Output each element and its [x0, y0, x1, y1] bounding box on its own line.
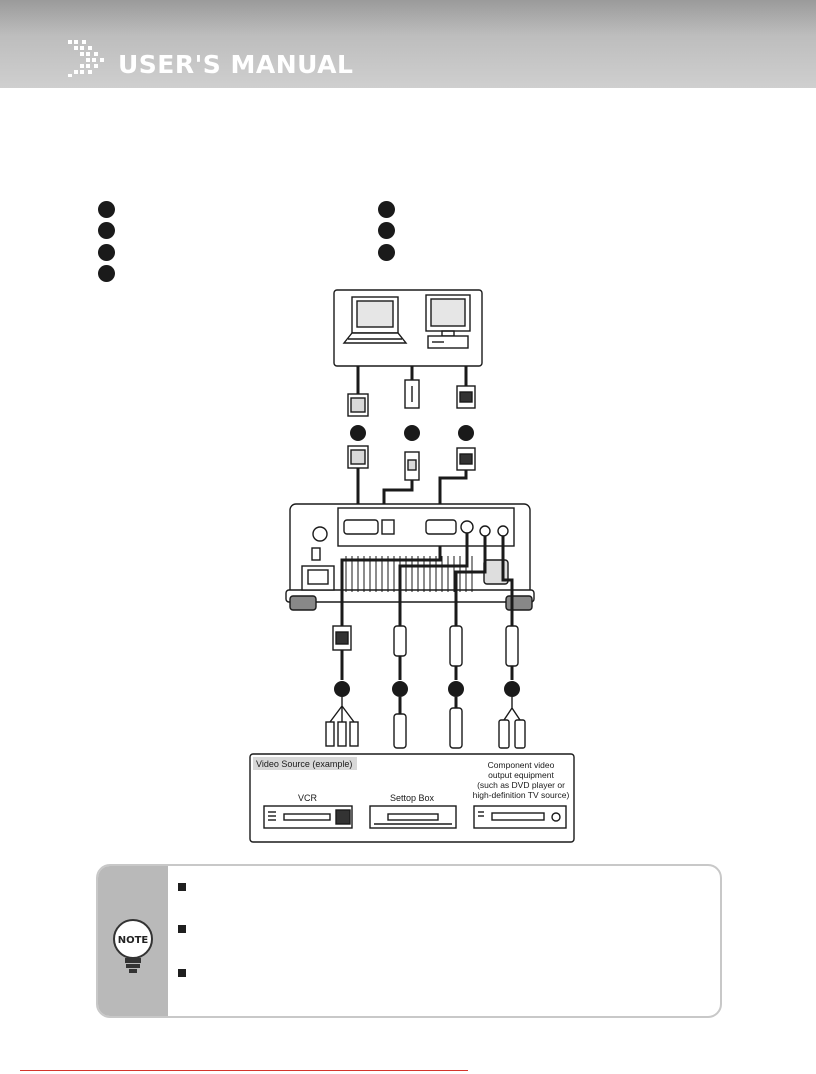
note-bulb-icon: NOTE — [113, 919, 153, 973]
usb-connector-top — [404, 379, 420, 409]
computer-box — [333, 289, 483, 367]
vcr-label: VCR — [298, 793, 318, 803]
projector-icon — [285, 503, 535, 611]
header-title: USER'S MANUAL — [118, 50, 354, 79]
svg-text:NOTE: NOTE — [118, 935, 149, 946]
note-box: NOTE — [96, 864, 722, 1018]
legend-dot-2 — [98, 222, 115, 239]
chevron-icon — [68, 40, 104, 77]
vcr-icon — [263, 805, 353, 829]
component-label-4: high-definition TV source) — [473, 790, 570, 800]
svideo-connector-top — [393, 625, 407, 657]
note-side-panel: NOTE — [98, 866, 168, 1016]
legend-dot-1 — [98, 201, 115, 218]
usb-connector-bottom — [404, 451, 420, 481]
connection-diagram: Video Source (example) VCR Settop Box Co… — [249, 289, 575, 843]
component-label-1: Component video — [488, 760, 555, 770]
settop-box-icon — [369, 805, 457, 829]
header-band: USER'S MANUAL — [0, 0, 816, 88]
vga-connector-top — [347, 393, 369, 417]
legend-dot-6 — [378, 222, 395, 239]
legend-dot-3 — [98, 244, 115, 261]
component-label-2: output equipment — [488, 770, 554, 780]
note-bullet-3 — [178, 969, 186, 977]
desktop-icon — [425, 294, 471, 349]
note-bullet-2 — [178, 925, 186, 933]
vga-connector-bottom — [347, 445, 369, 469]
note-bullet-1 — [178, 883, 186, 891]
legend-dot-5 — [378, 201, 395, 218]
video-connector-top — [449, 625, 463, 667]
settop-label: Settop Box — [390, 793, 435, 803]
component-label-3: (such as DVD player or — [477, 780, 565, 790]
footer-rule — [20, 1070, 468, 1071]
video-source-label: Video Source (example) — [256, 759, 352, 769]
laptop-icon — [342, 296, 408, 344]
legend-dot-4 — [98, 265, 115, 282]
legend-dot-7 — [378, 244, 395, 261]
monitor-connector-top — [456, 385, 476, 409]
dvd-player-icon — [473, 805, 567, 829]
monitor-connector-bottom — [456, 447, 476, 471]
audio-connector-top — [505, 625, 519, 667]
